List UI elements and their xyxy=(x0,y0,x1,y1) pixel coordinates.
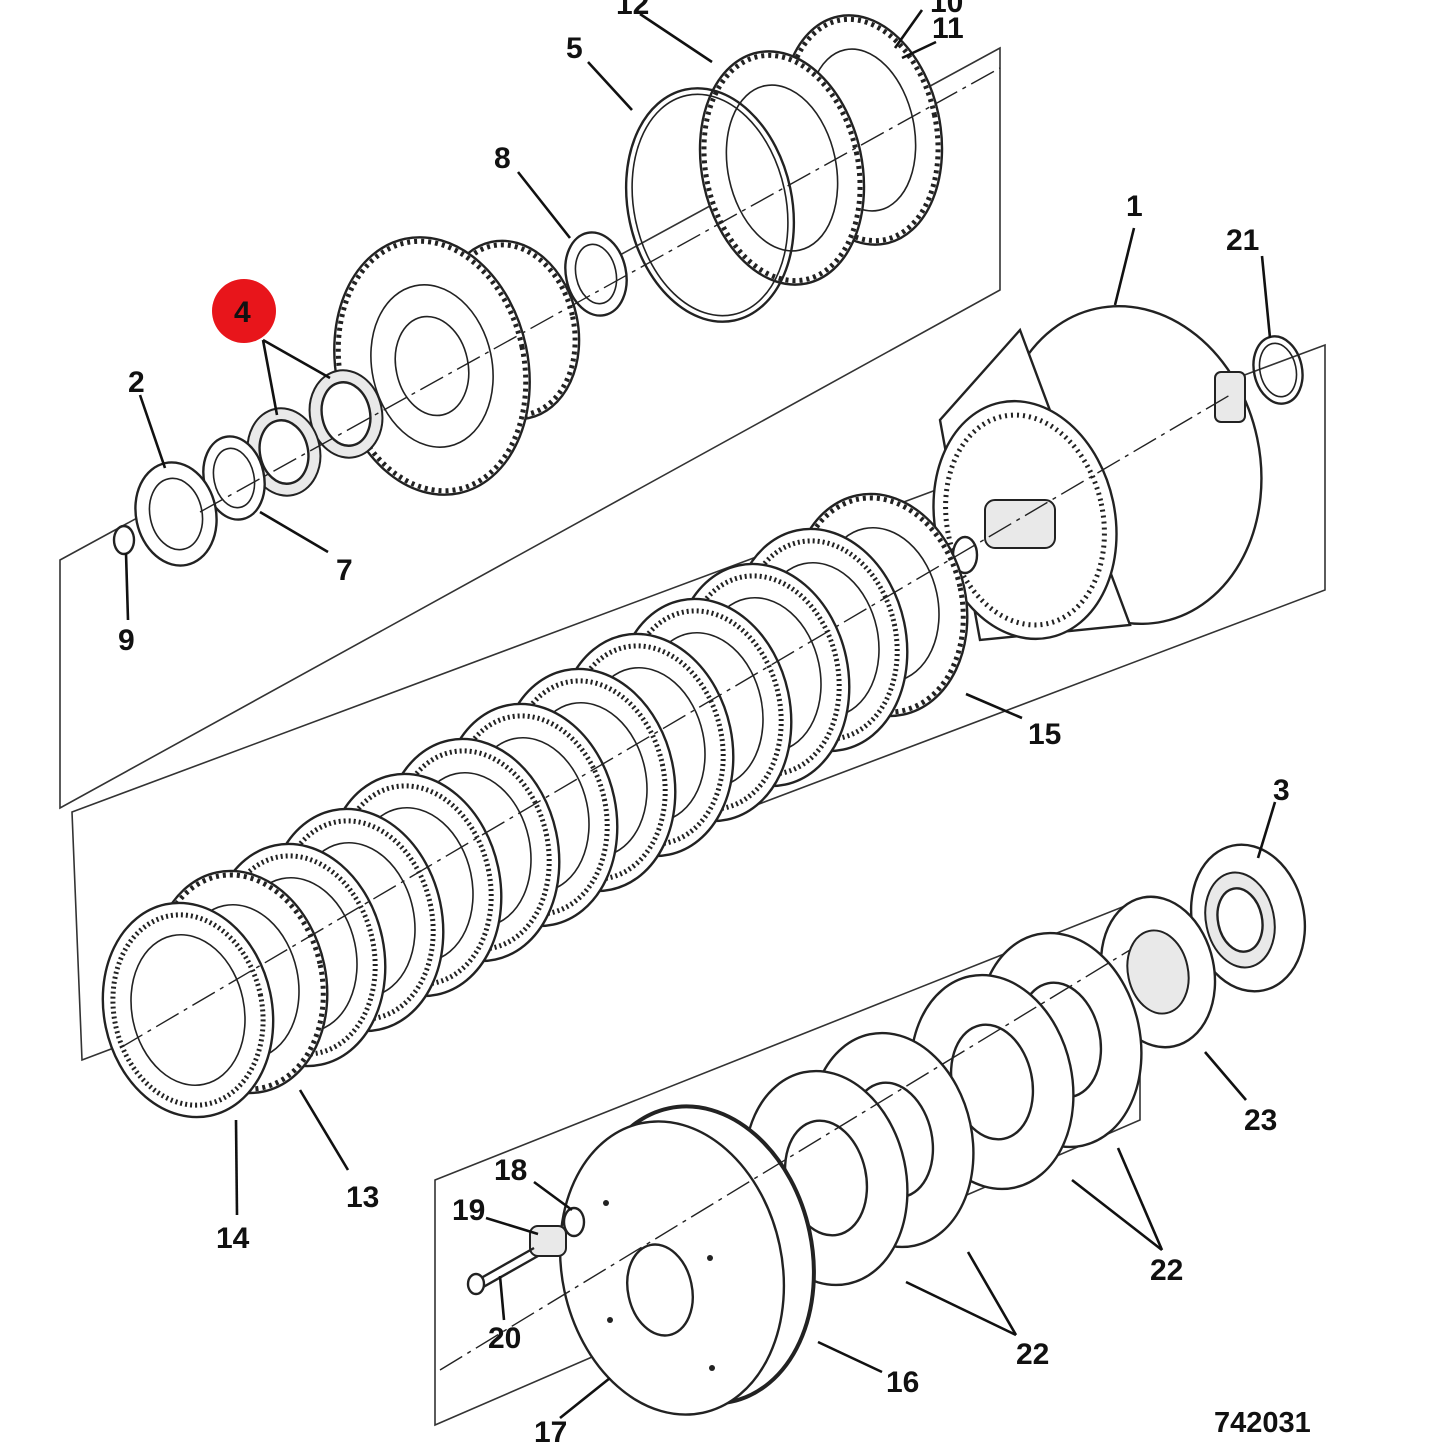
callout-5: 5 xyxy=(566,32,583,65)
callout-17: 17 xyxy=(534,1416,567,1445)
callout-11: 11 xyxy=(932,12,964,45)
callout-21: 21 xyxy=(1226,224,1259,257)
ball-bearing-2 xyxy=(134,461,218,567)
callout-16: 16 xyxy=(886,1366,919,1399)
callout-12: 12 xyxy=(616,0,649,21)
clutch-plates-top xyxy=(698,14,944,286)
bearing-3 xyxy=(1189,843,1307,993)
snap-ring-5 xyxy=(624,87,796,323)
callout-14: 14 xyxy=(216,1222,250,1255)
assembly-frames xyxy=(59,46,1326,1427)
callout-7: 7 xyxy=(336,554,353,587)
callout-labels: 1 2 3 4 5 7 8 9 10 11 12 13 14 15 16 17 … xyxy=(118,0,1290,1445)
plate-12 xyxy=(698,50,866,286)
callout-18: 18 xyxy=(494,1154,527,1187)
callout-19: 19 xyxy=(452,1194,485,1227)
callout-22-lower: 22 xyxy=(1016,1338,1049,1371)
callout-10: 10 xyxy=(930,0,963,19)
clutch-pack xyxy=(101,492,969,1119)
thrust-washer-7 xyxy=(202,435,266,521)
leader-lines xyxy=(124,9,1277,1420)
lower-frame xyxy=(434,898,1141,1427)
circlip-9 xyxy=(112,524,136,556)
callout-20: 20 xyxy=(488,1322,521,1355)
middle-frame xyxy=(71,343,1326,1062)
callout-1: 1 xyxy=(1126,190,1143,223)
callout-3: 3 xyxy=(1273,774,1290,807)
highlight-marker xyxy=(212,279,276,343)
callout-9: 9 xyxy=(118,624,135,657)
callout-2: 2 xyxy=(128,366,145,399)
upper-frame xyxy=(59,46,1001,810)
callout-8: 8 xyxy=(494,142,511,175)
callout-13: 13 xyxy=(346,1181,379,1214)
callout-4: 4 xyxy=(234,296,251,329)
callout-22-upper: 22 xyxy=(1150,1254,1183,1287)
callout-23: 23 xyxy=(1244,1104,1277,1137)
valve-18-19-20 xyxy=(466,1206,586,1296)
gear-cluster xyxy=(333,236,581,496)
thrust-washer-8 xyxy=(564,231,628,317)
piston-17 xyxy=(558,1104,816,1416)
clutch-drum-1 xyxy=(932,304,1263,642)
callout-15: 15 xyxy=(1028,718,1061,751)
assembly-axes xyxy=(119,67,1231,1371)
figure-number: 742031 xyxy=(1214,1407,1311,1439)
